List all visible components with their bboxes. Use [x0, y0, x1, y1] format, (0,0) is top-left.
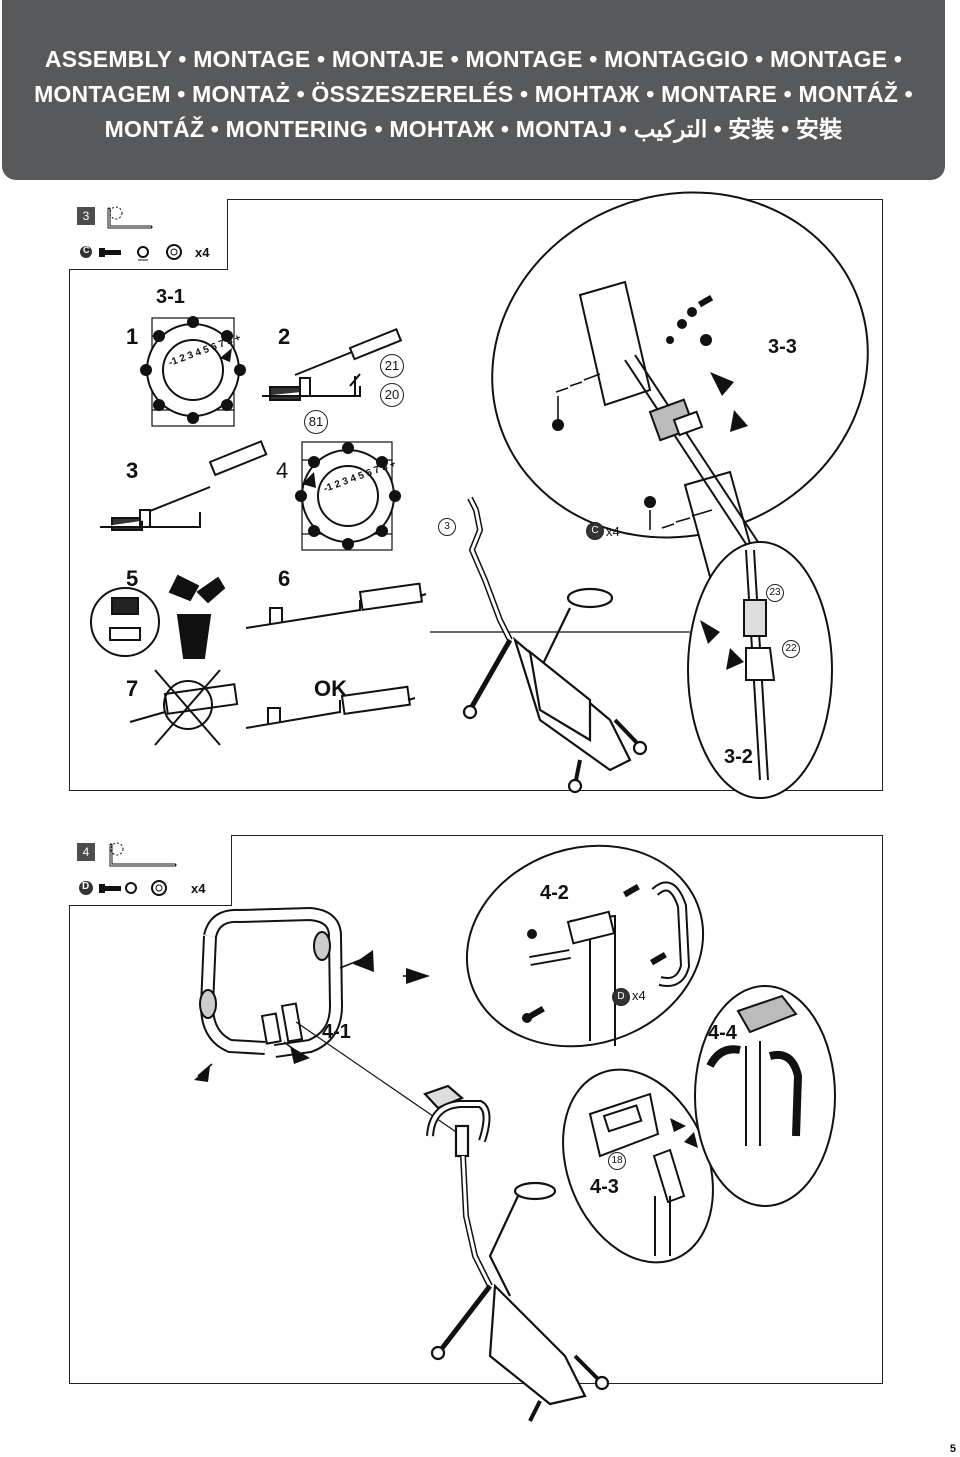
step-4-hardware-box: 4 D x4	[69, 835, 232, 906]
header-line-1: ASSEMBLY • MONTAGE • MONTAJE • MONTAGE •…	[44, 46, 903, 72]
hardware-parts-icon	[79, 880, 167, 896]
substep-label-4-2: 4-2	[540, 882, 569, 904]
sequence-1: 1	[126, 324, 139, 349]
step-4-panel: 4 D x4	[69, 835, 883, 1422]
allen-key-icon	[107, 206, 153, 229]
step-3-panel: 3 C x4	[69, 191, 883, 799]
substep-label-4-4: 4-4	[708, 1022, 737, 1044]
part-number-23: 23	[766, 584, 784, 602]
detail-qty: x4	[606, 524, 620, 539]
detail-part-letter-c: C	[586, 522, 604, 540]
part-number-22: 22	[782, 640, 800, 658]
step-4-badge: 4	[77, 843, 95, 861]
step-3-badge: 3	[77, 207, 95, 225]
detail-qty: x4	[632, 988, 646, 1003]
sequence-4: 4	[276, 458, 289, 483]
sequence-ok: OK	[314, 676, 347, 701]
hardware-qty: x4	[195, 245, 210, 260]
sequence-3: 3	[126, 458, 139, 483]
detail-part-letter-d: D	[612, 988, 630, 1006]
substep-label-3-3: 3-3	[768, 336, 797, 358]
part-number-18: 18	[608, 1152, 626, 1170]
substep-label-3-2: 3-2	[724, 746, 753, 768]
step-3-hardware-box: 3 C x4	[69, 199, 228, 270]
substep-label-3-1: 3-1	[156, 286, 185, 308]
part-number-20: 20	[380, 383, 404, 407]
header-line-2: MONTAGEM • MONTAŻ • ÖSSZESZERELÉS • МОНТ…	[34, 81, 913, 107]
page-number: 5	[949, 1443, 956, 1455]
sequence-7: 7	[126, 676, 139, 701]
sequence-5: 5	[126, 566, 139, 591]
part-number-81: 81	[304, 410, 328, 434]
header-line-3: MONTÁŽ • MONTERING • МОНТАЖ • MONTAJ • ا…	[104, 116, 843, 142]
substep-label-4-3: 4-3	[590, 1176, 619, 1198]
header-banner: ASSEMBLY • MONTAGE • MONTAJE • MONTAGE •…	[2, 0, 945, 180]
part-number-3: 3	[438, 518, 456, 536]
substep-label-4-1: 4-1	[322, 1021, 351, 1043]
step-4-illustration	[194, 844, 836, 1422]
step-3-illustration: -1 2 3 4 5 6 7 8 + -1 2 3 4 5 6 7 8 +	[90, 191, 869, 799]
part-letter-d: D	[82, 881, 90, 892]
allen-key-icon	[109, 842, 177, 867]
sequence-2: 2	[278, 324, 291, 349]
hardware-qty: x4	[191, 881, 206, 896]
sequence-6: 6	[278, 566, 291, 591]
hardware-parts-icon	[80, 244, 182, 261]
part-letter-c: C	[83, 245, 90, 255]
part-number-21: 21	[380, 354, 404, 378]
